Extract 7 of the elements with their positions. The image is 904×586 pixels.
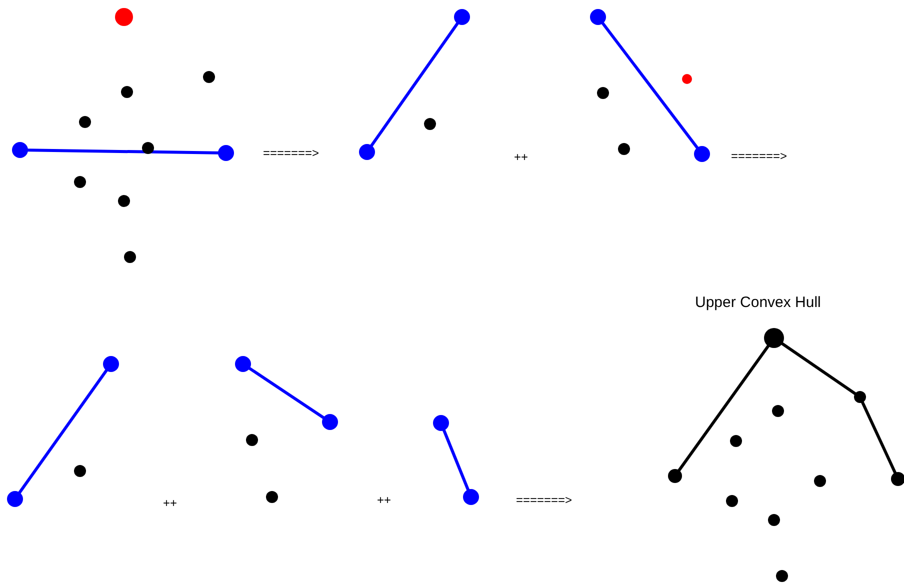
title-label: Upper Convex Hull [695,294,821,312]
arrow-text: =======> [731,149,788,163]
plus-sign-text: ++ [514,150,528,164]
arrow-text: =======> [263,146,320,160]
arrow-text: =======> [516,493,572,507]
plus-sign-text: ++ [163,496,178,510]
plus-sign-text: ++ [377,493,392,507]
